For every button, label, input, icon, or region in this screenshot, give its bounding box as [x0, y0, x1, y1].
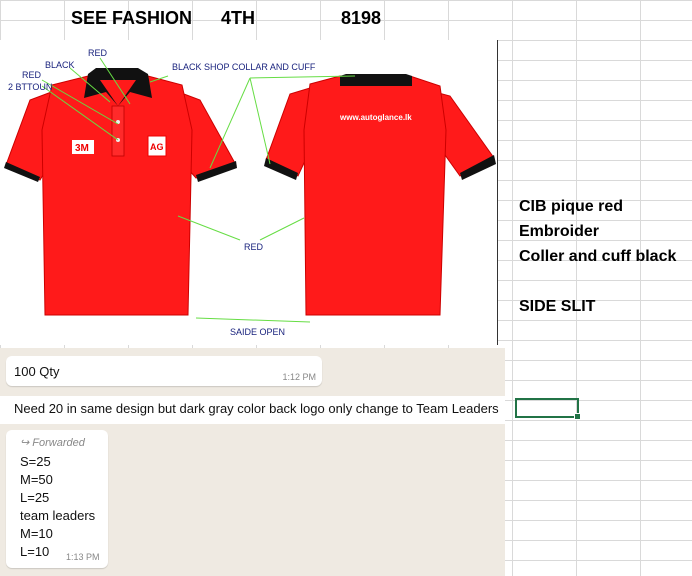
annotation-arrows	[41, 57, 356, 323]
label-red-left: RED	[22, 70, 42, 80]
size-line: team leaders	[20, 508, 96, 523]
label-red-top: RED	[88, 48, 108, 58]
svg-text:AG: AG	[150, 142, 164, 152]
size-line: L=25	[20, 490, 50, 505]
message-text: 100 Qty	[14, 364, 60, 379]
message-time: 1:13 PM	[66, 552, 100, 562]
label-side-open: SAIDE OPEN	[230, 327, 285, 337]
company-name[interactable]: SEE FASHION	[71, 8, 193, 28]
label-buttons: 2 BTTOUN	[8, 82, 52, 92]
message-text: Need 20 in same design but dark gray col…	[14, 401, 499, 416]
position-cell[interactable]: 4TH	[221, 8, 256, 28]
code-cell[interactable]: 8198	[341, 8, 382, 28]
note-fabric[interactable]: CIB pique red	[519, 198, 624, 215]
chat-message-qty[interactable]: 100 Qty 1:12 PM	[6, 356, 322, 386]
size-line: S=25	[20, 454, 51, 469]
chat-message-sizes[interactable]: ↪ Forwarded S=25 M=50 L=25 team leaders …	[6, 430, 108, 568]
forwarded-label: ↪ Forwarded	[20, 437, 85, 449]
message-time: 1:12 PM	[282, 372, 316, 382]
size-line: M=10	[20, 526, 53, 541]
annotation-labels: RED BLACK RED 2 BTTOUN BLACK SHOP COLLAR…	[8, 48, 316, 337]
back-shirt: www.autoglance.lk	[264, 74, 496, 316]
chat-message-request[interactable]: Need 20 in same design but dark gray col…	[0, 396, 505, 424]
size-line: L=10	[20, 544, 50, 559]
selected-cell[interactable]	[515, 398, 581, 420]
note-embroider[interactable]: Embroider	[519, 223, 600, 240]
size-line: M=50	[20, 472, 53, 487]
front-shirt: 3M AG	[4, 68, 237, 316]
label-red-body: RED	[244, 242, 264, 252]
shirt-design-image[interactable]: 3M AG www.autoglance.lk	[0, 40, 498, 345]
logo-3m: 3M	[75, 143, 89, 154]
note-collar-cuff[interactable]: Coller and cuff black	[519, 248, 677, 265]
website-text: www.autoglance.lk	[339, 113, 412, 122]
note-side-slit[interactable]: SIDE SLIT	[519, 298, 596, 315]
label-collar-cuff: BLACK SHOP COLLAR AND CUFF	[172, 62, 316, 72]
label-black: BLACK	[45, 60, 75, 70]
